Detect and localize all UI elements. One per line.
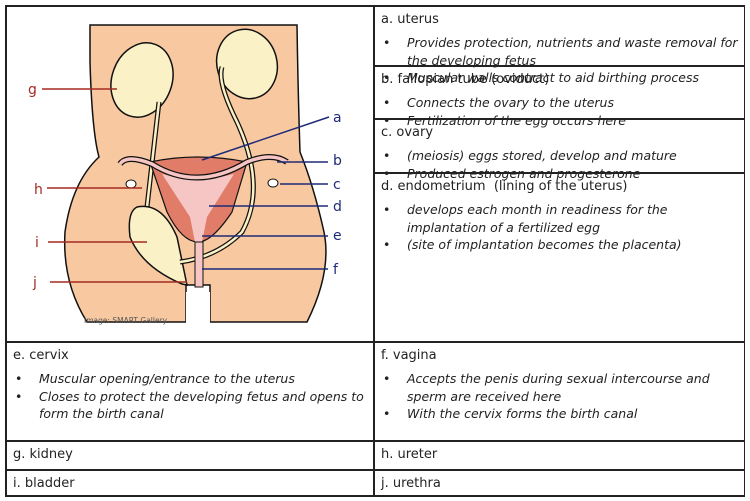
kidney-left [110, 42, 174, 118]
reproductive-system-diagram: g h i j a b c d e f Image: SMART Gallery [28, 24, 342, 325]
bullet: (meiosis) eggs stored, develop and matur… [381, 147, 738, 165]
bullet: Fertilization of the egg occurs here [381, 112, 738, 130]
part-d: d. endometrium (lining of the uterus) de… [374, 173, 745, 342]
bullet: Muscular walls contract to aid birthing … [381, 69, 738, 87]
part-b: b. fallopian tube (oviduct) Connects the… [374, 66, 745, 129]
part-j: j. urethra [374, 470, 745, 496]
image-credit: Image: SMART Gallery [84, 316, 168, 325]
part-h: h. ureter [374, 441, 745, 470]
part-title: c. ovary [381, 125, 434, 140]
label-d: d [333, 199, 342, 215]
part-title: b. fallopian tube (oviduct) [381, 72, 550, 87]
ureter-right-in [179, 66, 255, 264]
bullet: Provides protection, nutrients and waste… [381, 34, 738, 69]
label-h: h [34, 182, 43, 198]
part-title: a. uterus [381, 12, 439, 27]
bullet: develops each month in readiness for the… [381, 201, 681, 236]
part-title: d. endometrium (lining of the uterus) [381, 179, 628, 194]
label-b: b [333, 153, 342, 169]
bullet: Muscular opening/entrance to the uterus [13, 370, 367, 388]
part-title: g. kidney [13, 447, 73, 462]
part-f: f. vagina Accepts the penis during sexua… [374, 342, 745, 441]
part-c: c. ovary (meiosis) eggs stored, develop … [374, 119, 745, 182]
part-i: i. bladder [6, 470, 374, 496]
vagina [194, 241, 204, 288]
part-e: e. cervix Muscular opening/entrance to t… [6, 342, 374, 441]
diagram-cell: g h i j a b c d e f Image: SMART Gallery [6, 6, 374, 342]
part-title: h. ureter [381, 447, 438, 462]
label-i: i [35, 235, 39, 251]
part-a: a. uterus Provides protection, nutrients… [374, 6, 745, 86]
bullet: Closes to protect the developing fetus a… [13, 388, 367, 423]
ureter-left-in [145, 101, 161, 208]
part-title: j. urethra [381, 476, 441, 491]
bladder [128, 205, 188, 286]
part-title: i. bladder [13, 476, 75, 491]
part-title: f. vagina [381, 348, 437, 363]
label-f: f [333, 262, 339, 278]
ovary-right [267, 178, 279, 188]
label-a: a [333, 110, 342, 126]
bullet: Connects the ovary to the uterus [381, 94, 738, 112]
label-e: e [333, 228, 342, 244]
bullet: (site of implantation becomes the placen… [381, 236, 747, 254]
part-g: g. kidney [6, 441, 374, 470]
label-c: c [333, 177, 341, 193]
bullet: With the cervix forms the birth canal [381, 405, 738, 423]
label-j: j [32, 275, 37, 291]
kidney-right [215, 28, 279, 100]
parts-table: g h i j a b c d e f Image: SMART Gallery… [5, 5, 745, 497]
uterus-inner [162, 174, 234, 242]
bullet: Accepts the penis during sexual intercou… [381, 370, 738, 405]
part-title: e. cervix [13, 348, 69, 363]
label-g: g [28, 82, 37, 98]
ovary-left [125, 179, 137, 189]
